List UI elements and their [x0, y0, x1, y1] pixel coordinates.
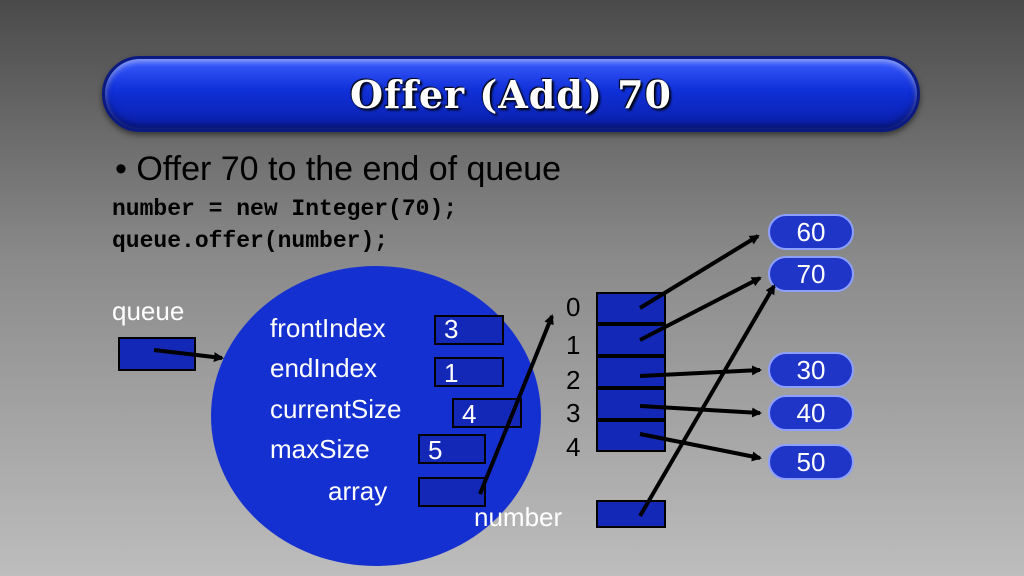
integer-70-value: 70	[796, 258, 826, 289]
array-cell-2	[596, 356, 666, 388]
integer-50-value: 50	[796, 446, 826, 477]
field-label-array: array	[328, 476, 388, 506]
arrow-cell2-to-30	[639, 365, 762, 378]
frontindex-value: 3	[444, 314, 459, 344]
integer-30-value: 30	[796, 354, 826, 385]
integer-40: 40	[768, 395, 854, 431]
endindex-value: 1	[444, 358, 459, 388]
arrow-array-to-cells	[478, 314, 554, 495]
maxsize-box	[418, 434, 486, 464]
integer-30: 30	[768, 352, 854, 388]
array-index-1: 1	[566, 330, 581, 360]
queue-label: queue	[112, 296, 185, 326]
arrow-cell1-to-70	[639, 276, 762, 342]
array-index-0: 0	[566, 292, 581, 322]
array-index-3: 3	[566, 398, 581, 428]
array-cell-1	[596, 324, 666, 356]
array-reference-box	[418, 477, 486, 507]
field-label-maxsize: maxSize	[270, 434, 370, 464]
integer-60: 60	[768, 214, 854, 250]
integer-50: 50	[768, 444, 854, 480]
array-index-4: 4	[566, 432, 581, 462]
integer-60-value: 60	[796, 216, 826, 247]
field-label-frontindex: frontIndex	[270, 313, 386, 343]
bullet-text: Offer 70 to the end of queue	[136, 150, 562, 188]
integer-70: 70	[768, 256, 854, 292]
field-label-currentsize: currentSize	[270, 394, 402, 424]
endindex-box	[434, 357, 504, 387]
number-label: number	[474, 502, 563, 532]
arrow-cell0-to-60	[638, 234, 760, 310]
currentsize-value: 4	[462, 399, 477, 429]
maxsize-value: 5	[428, 435, 443, 465]
arrow-cell4-to-50	[639, 432, 762, 462]
number-reference-box	[596, 500, 666, 528]
integer-40-value: 40	[796, 397, 826, 428]
code-line-1: number = new Integer(70);	[112, 196, 458, 222]
code-line-2: queue.offer(number);	[112, 228, 389, 254]
bullet-point: • Offer 70 to the end of queue	[115, 150, 562, 188]
slide-title: Offer (Add) 70	[350, 71, 672, 117]
title-banner: Offer (Add) 70	[102, 56, 920, 132]
array-cell-3	[596, 388, 666, 420]
field-label-endindex: endIndex	[270, 353, 377, 383]
array-index-2: 2	[566, 365, 581, 395]
frontindex-box	[434, 315, 504, 345]
arrow-number-to-70	[638, 284, 776, 518]
arrow-queue-to-object	[153, 348, 224, 363]
